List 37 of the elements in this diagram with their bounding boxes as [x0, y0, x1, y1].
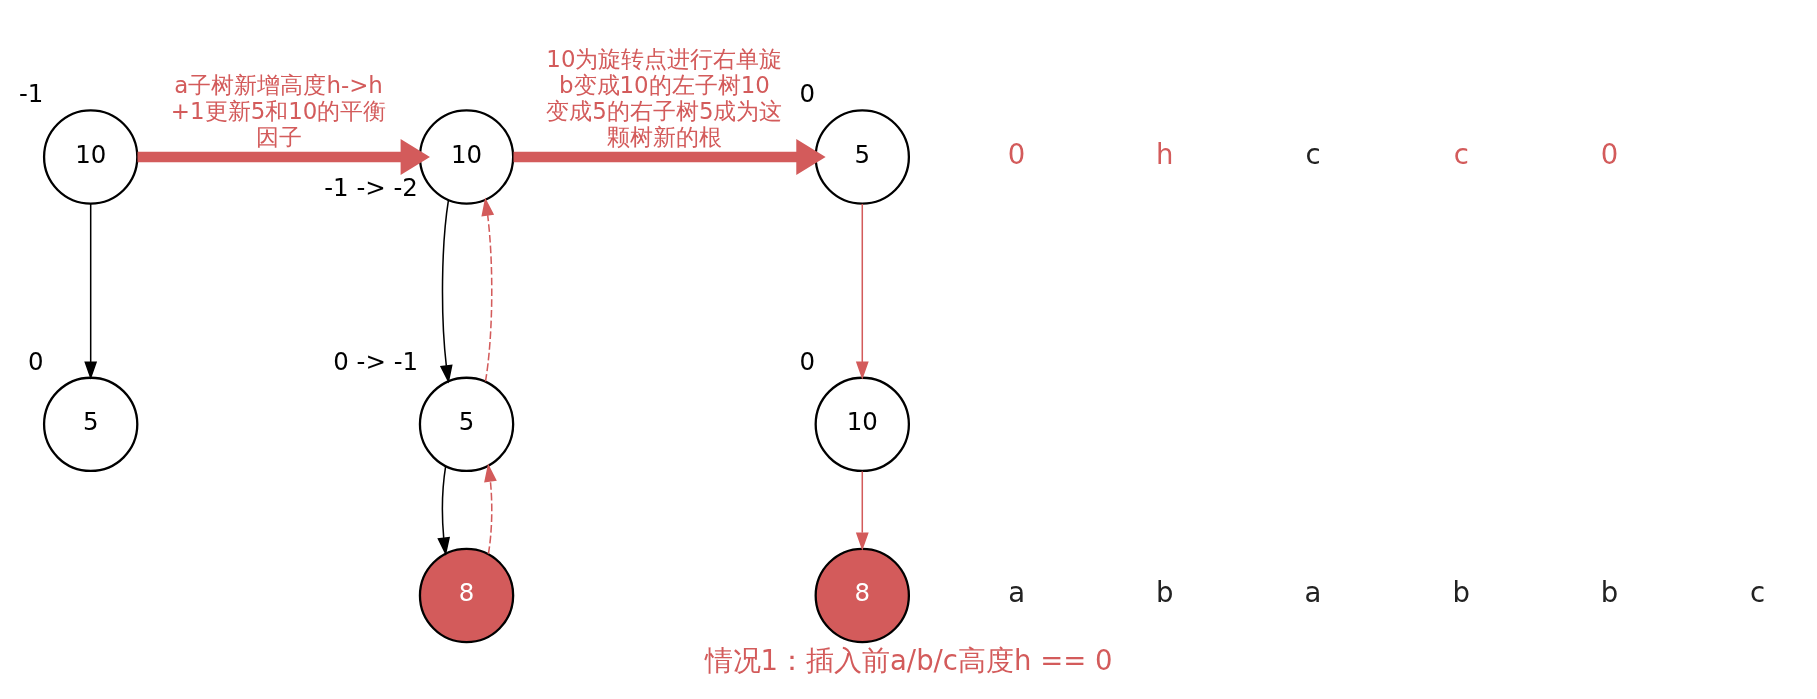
label: h: [1156, 137, 1174, 170]
arrow: [437, 465, 451, 556]
label: c: [1453, 137, 1469, 170]
node-circle: 5: [418, 376, 515, 473]
label: a: [1304, 576, 1322, 609]
node-circle: 5: [814, 109, 911, 205]
label: c: [1305, 137, 1321, 170]
arrow: [439, 199, 453, 384]
edge-label: 10为旋转点进行右单旋b变成10的左子树10变成5的右子树5成为这颗树新的根: [546, 45, 783, 150]
node-label: 0 -> -1: [333, 346, 419, 376]
arrow: [137, 139, 430, 175]
arrow: [513, 139, 826, 175]
edge-label: a子树新增高度h->h+1更新5和10的平衡因子: [170, 71, 387, 150]
label: b: [1600, 576, 1619, 609]
label: 0: [1600, 137, 1619, 170]
node-circle: 10: [418, 109, 515, 205]
label: b: [1156, 576, 1174, 609]
arrow: [84, 203, 98, 380]
node-circle: 5: [42, 376, 139, 473]
node-circle: 8: [814, 547, 911, 644]
diagram-title: 情况1：插入前a/b/c高度h == 0: [704, 644, 1113, 677]
node-label: 0: [27, 346, 44, 376]
label: 0: [1007, 137, 1026, 170]
node-label: 0: [799, 79, 816, 109]
node-circle: 10: [814, 376, 911, 473]
node-label: -1: [18, 79, 44, 109]
arrow: [855, 203, 869, 380]
arrow: [481, 197, 495, 383]
node-label: 0: [799, 346, 816, 376]
arrow: [484, 463, 497, 555]
label: a: [1008, 576, 1026, 609]
label: c: [1750, 576, 1766, 609]
node-circle: 8: [418, 547, 515, 644]
node-circle: 10: [42, 109, 139, 205]
arrow: [855, 470, 869, 551]
label: b: [1452, 576, 1470, 609]
node-label: -1 -> -2: [324, 172, 418, 202]
